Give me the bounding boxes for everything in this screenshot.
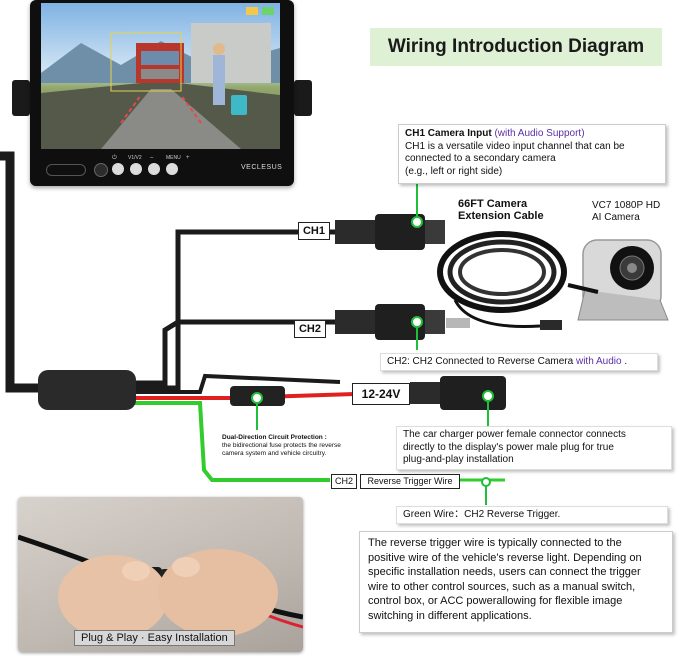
v1v2-button[interactable]	[112, 163, 124, 175]
ch1-input-box: CH1 Camera Input (with Audio Support) CH…	[398, 124, 666, 184]
reverse-trigger-tag: Reverse Trigger Wire	[360, 474, 460, 489]
ch1-heading: CH1 Camera Input	[405, 128, 492, 139]
extension-cable-label-line-2: Extension Cable	[458, 210, 544, 222]
button-label-v1v2: V1/V2	[128, 155, 142, 161]
page-title: Wiring Introduction Diagram	[370, 28, 662, 66]
ch1-line-2: connected to a secondary camera	[405, 153, 556, 164]
button-label-minus: –	[150, 155, 154, 161]
ch2-note: CH2: CH2 Connected to Reverse Camera wit…	[380, 353, 658, 371]
monitor-button-bar: ⏻ V1/V2 – MENU + VECLESUS	[46, 155, 286, 180]
ch1-line-1: CH1 is a versatile video input channel t…	[405, 140, 625, 152]
minus-button[interactable]	[130, 163, 142, 175]
power-note-line-1: The car charger power female connector c…	[403, 429, 626, 440]
brand-logo: VECLESUS	[241, 164, 283, 171]
monitor-slot	[46, 164, 86, 176]
photo-caption: Plug & Play · Easy Installation	[74, 630, 235, 646]
monitor-screen	[41, 3, 280, 149]
trigger-description-line-4: wire to other control sources, such as a…	[368, 580, 636, 593]
hands-connecting-plug-image	[18, 534, 303, 639]
trigger-description-line-6: switching in different applications.	[368, 609, 532, 622]
fuse-note-heading: Dual-Direction Circuit Protection :	[222, 434, 327, 441]
menu-button[interactable]	[148, 163, 160, 175]
fuse-note-line-2: camera system and vehicle circuitry.	[222, 450, 327, 457]
fuse-note-line-1: the bidirectional fuse protects the reve…	[222, 442, 341, 449]
extension-cable-label-line-1: 66FT Camera	[458, 198, 528, 210]
camera-label-line-2: AI Camera	[592, 212, 640, 223]
truck-scene-image	[41, 7, 280, 149]
power-note: The car charger power female connector c…	[396, 426, 672, 470]
extension-cable-label: 66FT Camera Extension Cable	[458, 198, 568, 222]
ch1-tag: CH1	[298, 222, 330, 240]
trigger-description-line-1: The reverse trigger wire is typically co…	[368, 537, 622, 549]
ch2-tag: CH2	[294, 320, 326, 338]
trigger-description-line-3: specific installation needs, users can c…	[368, 566, 641, 578]
ch1-heading-suffix: (with Audio Support)	[494, 128, 585, 139]
green-wire-note: Green Wire：CH2 Reverse Trigger.	[396, 506, 668, 524]
button-label-power: ⏻	[112, 155, 117, 161]
fuse-note: Dual-Direction Circuit Protection : the …	[222, 434, 382, 458]
trigger-description: The reverse trigger wire is typically co…	[359, 531, 673, 633]
voltage-tag: 12-24V	[352, 383, 410, 405]
ch2-note-prefix: CH2: CH2 Connected to Reverse Camera	[387, 356, 574, 367]
button-label-plus: +	[186, 155, 190, 161]
camera-label: VC7 1080P HD AI Camera	[592, 200, 676, 224]
plus-button[interactable]	[166, 163, 178, 175]
power-button[interactable]	[94, 163, 108, 177]
ch2-note-end: .	[624, 356, 628, 367]
ch2-trigger-tag: CH2	[331, 474, 357, 489]
trigger-description-line-5: control box, or ACC powerallowing for fl…	[368, 595, 623, 607]
ch2-note-suffix: with Audio	[575, 356, 622, 367]
power-note-line-3: plug-and-play installation	[403, 454, 514, 465]
plug-and-play-photo: Plug & Play · Easy Installation	[18, 497, 303, 652]
ch1-line-3: (e.g., left or right side)	[405, 165, 503, 177]
trigger-description-line-2: positive wire of the vehicle's reverse l…	[368, 551, 642, 564]
button-label-menu: MENU	[166, 155, 181, 161]
power-note-line-2: directly to the display's power male plu…	[403, 441, 614, 453]
camera-label-line-1: VC7 1080P HD	[592, 200, 661, 211]
